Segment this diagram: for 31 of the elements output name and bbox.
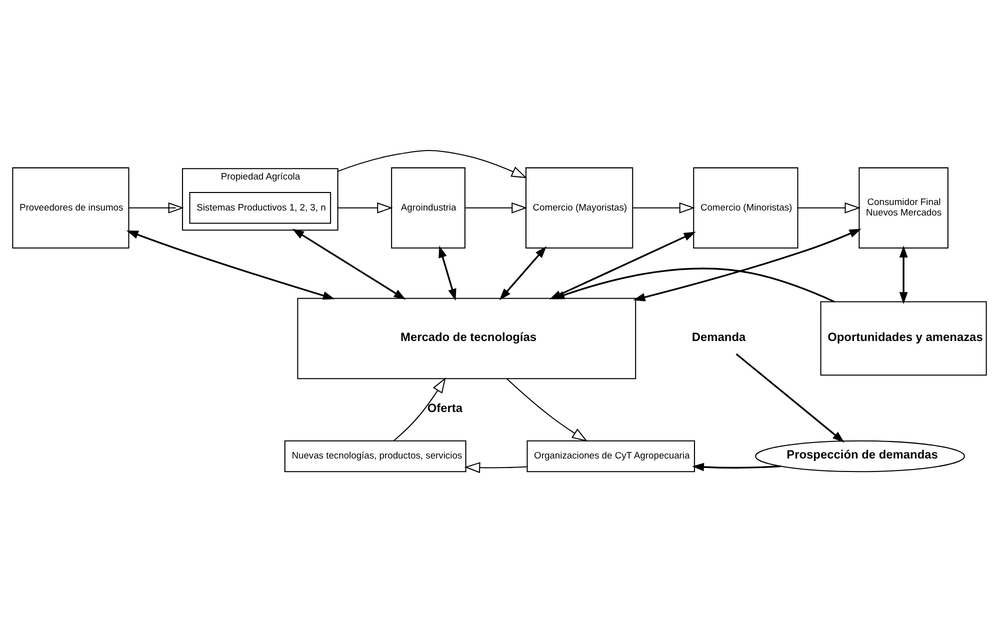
arrow [633,228,862,301]
node-box: Sistemas Productivos 1, 2, 3, n [189,192,332,224]
node-box: Agroindustria [391,166,466,248]
arrow [499,246,547,300]
arrow [736,352,844,442]
arrow [464,462,528,473]
arrow [438,245,456,300]
node-box: Comercio (Minoristas) [693,166,798,248]
arrow [552,267,835,302]
arrow [506,378,588,442]
arrow [465,202,528,213]
node-box: Oportunidades y amenazas [820,300,987,376]
node-box: Organizaciones de CyT Agropecuaria [526,440,695,472]
arrow [632,202,696,213]
node-box: Nuevas tecnologías, productos, servicios [284,440,466,472]
node-box: Consumidor Final Nuevos Mercados [858,166,948,248]
arrow [899,245,908,304]
node-box: Proveedores de insumos [12,166,130,248]
arrow [126,230,335,300]
arrow [393,376,446,441]
arrow [692,462,781,471]
arrow [798,202,860,213]
arrow [292,228,406,300]
edge-label: Oferta [427,400,463,415]
node-text: Demanda [692,329,746,344]
node-ellipse: Prospección de demandas [755,440,965,472]
arrow [128,202,184,213]
node-box: Comercio (Mayoristas) [525,166,634,248]
node-box: Mercado de tecnologías [297,297,636,379]
arrow [338,150,528,178]
arrow [338,202,393,213]
